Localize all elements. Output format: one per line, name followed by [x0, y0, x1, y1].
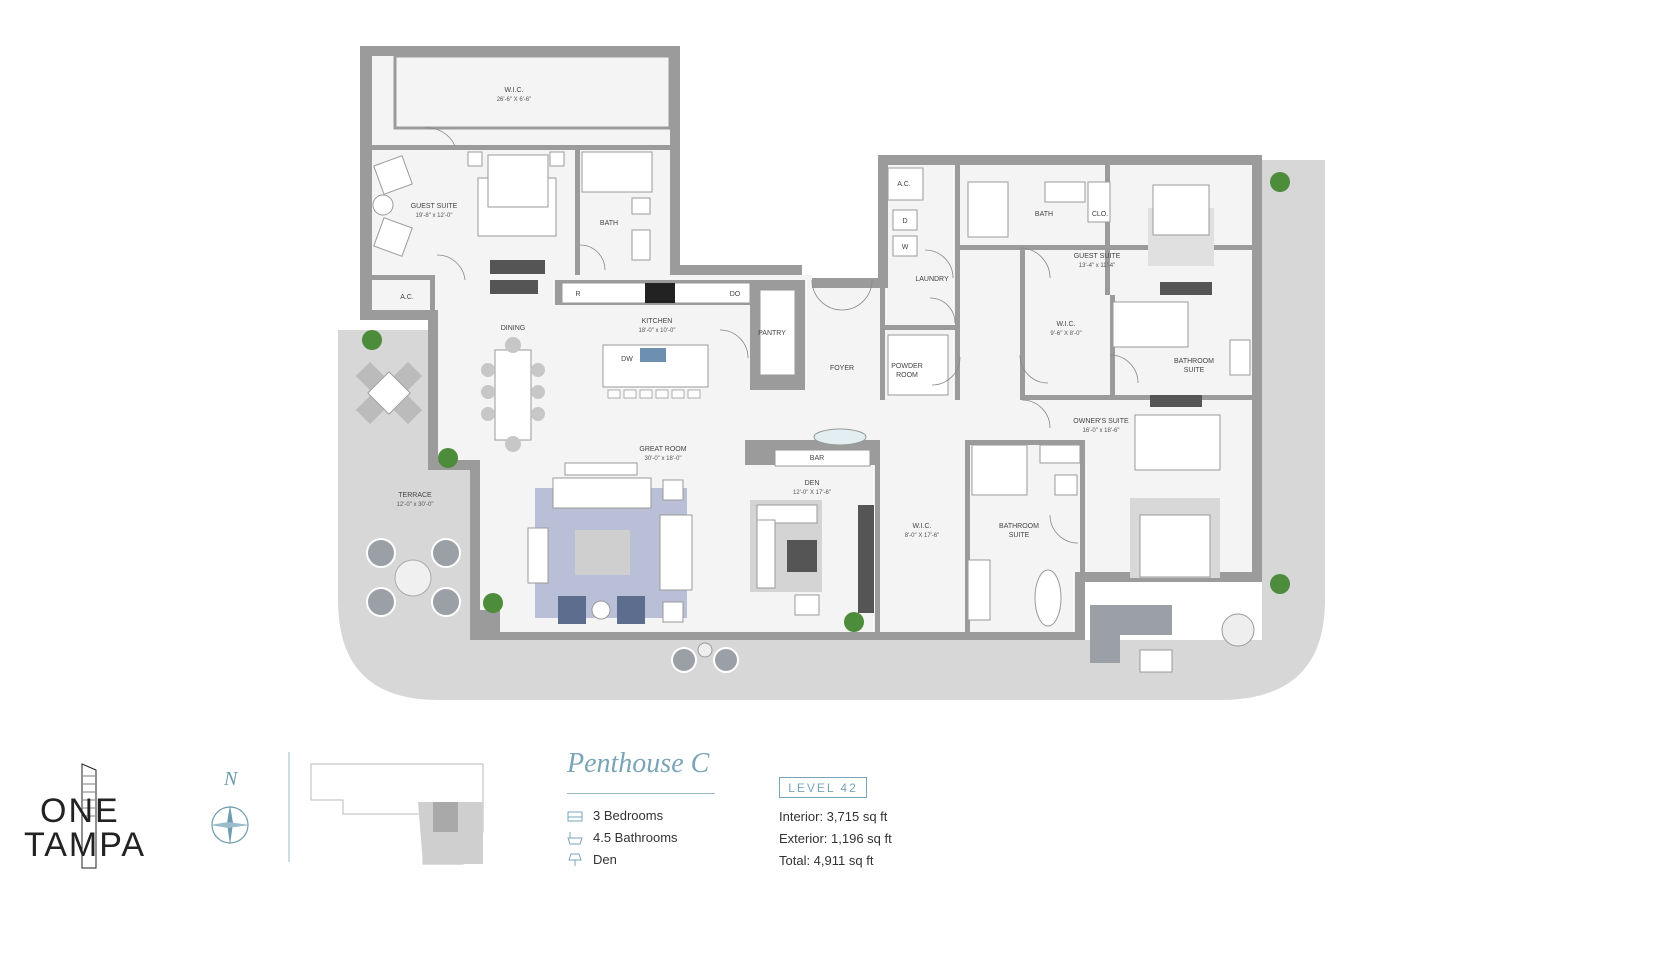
logo-line-1: ONE	[40, 792, 120, 830]
label-powder-room: POWDER	[891, 363, 923, 370]
level-badge: LEVEL 42	[779, 777, 867, 798]
dim-guest-suite-2: 13'-4" x 11'-4"	[1079, 263, 1115, 269]
spec-bedrooms-text: 3 Bedrooms	[593, 808, 664, 823]
label-terrace: TERRACE	[398, 492, 432, 499]
unit-title: Penthouse C	[567, 748, 710, 779]
label-bathroom-suite-guest-2: SUITE	[1184, 367, 1205, 374]
wic-top-room	[393, 54, 672, 130]
bath-1-fixtures	[581, 151, 653, 261]
label-bathroom-suite-guest: BATHROOM	[1174, 358, 1214, 365]
label-laundry: LAUNDRY	[915, 276, 949, 283]
spec-bedrooms: 3 Bedrooms	[567, 808, 663, 823]
dim-wic-small: 9'-6" X 8'-0"	[1050, 331, 1081, 337]
label-bathroom-suite-owner: BATHROOM	[999, 523, 1039, 530]
label-wic-top: W.I.C.	[504, 87, 523, 94]
floor-plan: W.I.C. 26'-6" X 6'-6" GUEST SUITE 19'-8"…	[338, 46, 1325, 700]
unit-title-rule	[567, 793, 715, 794]
spec-den: Den	[567, 852, 617, 867]
compass-rose-icon	[210, 805, 250, 845]
label-ac-2: A.C.	[897, 181, 911, 188]
label-clo: CLO.	[1092, 211, 1108, 218]
great-room-furniture	[527, 462, 693, 624]
spec-bathrooms: 4.5 Bathrooms	[567, 830, 678, 845]
area-exterior: Exterior: 1,196 sq ft	[779, 831, 892, 846]
label-powder-room-2: ROOM	[896, 372, 918, 379]
logo-line-2: TAMPA	[24, 826, 147, 864]
area-interior: Interior: 3,715 sq ft	[779, 809, 888, 824]
tower-icon	[81, 763, 97, 869]
dim-owners-suite: 16'-0" x 18'-6"	[1083, 428, 1120, 434]
dim-kitchen: 18'-0" x 10'-0"	[639, 328, 676, 334]
terrace-furniture	[355, 361, 1255, 673]
compass-north-label: N	[224, 768, 238, 790]
label-washer: W	[902, 244, 909, 251]
lamp-icon	[568, 853, 582, 866]
dining-table	[481, 337, 545, 452]
label-den: DEN	[805, 480, 820, 487]
label-ac-1: A.C.	[400, 294, 414, 301]
label-bath-2: BATH	[1035, 211, 1053, 218]
bed-icon	[567, 811, 583, 821]
dim-wic-mid: 8'-0" X 17'-6"	[905, 533, 940, 539]
logo: ONE TAMPA	[22, 762, 152, 872]
dim-great-room: 30'-0" x 18'-0"	[645, 456, 682, 462]
spec-den-text: Den	[593, 852, 617, 867]
label-dryer: D	[902, 218, 907, 225]
label-foyer: FOYER	[830, 365, 854, 372]
spec-bathrooms-text: 4.5 Bathrooms	[593, 830, 678, 845]
den-furniture	[750, 428, 874, 616]
label-wic-mid: W.I.C.	[912, 523, 931, 530]
label-range: R	[575, 291, 580, 298]
label-guest-suite-1: GUEST SUITE	[411, 203, 458, 210]
plants	[362, 172, 1290, 632]
dim-guest-suite-1: 19'-8" x 12'-0"	[416, 213, 453, 219]
label-double-oven: DO	[730, 291, 741, 298]
label-great-room: GREAT ROOM	[639, 446, 686, 453]
guest-suite-1-furniture	[372, 151, 565, 274]
label-owners-suite: OWNER'S SUITE	[1073, 418, 1129, 425]
room-labels: W.I.C. 26'-6" X 6'-6" GUEST SUITE 19'-8"…	[397, 87, 1215, 539]
label-dishwasher: DW	[621, 356, 633, 363]
east-wing-fixtures	[887, 167, 1251, 627]
key-plan	[288, 752, 484, 865]
label-wic-small: W.I.C.	[1056, 321, 1075, 328]
label-bath-1: BATH	[600, 220, 618, 227]
kitchen-fixtures	[490, 280, 796, 399]
label-dining: DINING	[501, 325, 526, 332]
label-pantry: PANTRY	[758, 330, 786, 337]
dim-den: 12'-0" X 17'-6"	[793, 490, 831, 496]
bathtub-icon	[567, 831, 583, 844]
label-guest-suite-2: GUEST SUITE	[1074, 253, 1121, 260]
dim-terrace: 12'-0" x 30'-0"	[397, 502, 434, 508]
dim-wic-top: 26'-6" X 6'-6"	[497, 97, 532, 103]
label-bar: BAR	[810, 455, 824, 462]
label-bathroom-suite-owner-2: SUITE	[1009, 532, 1030, 539]
door-swings	[424, 127, 1139, 544]
label-kitchen: KITCHEN	[642, 318, 673, 325]
terrace-band	[338, 160, 1325, 700]
area-total: Total: 4,911 sq ft	[779, 853, 874, 868]
